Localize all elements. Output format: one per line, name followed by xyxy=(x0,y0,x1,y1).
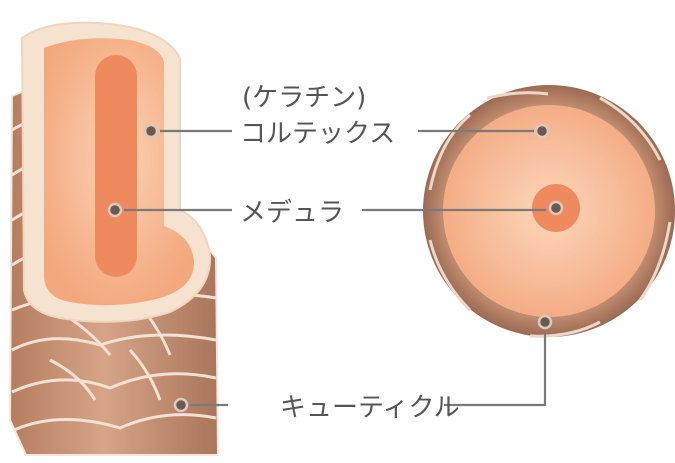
cortex-label: コルテックス xyxy=(240,119,395,149)
medulla-section xyxy=(95,55,137,277)
cuticle-marker-dot xyxy=(175,399,187,411)
medulla-marker-dot xyxy=(109,204,121,216)
medulla-label: メデュラ xyxy=(240,198,344,228)
cortex-marker-dot xyxy=(145,125,157,137)
cross-medulla-dot xyxy=(550,202,562,214)
cuticle-label: キューティクル xyxy=(280,393,460,423)
cross-cortex-dot xyxy=(536,125,548,137)
keratin-label: (ケラチン) xyxy=(242,83,366,113)
hair-shaft-illustration xyxy=(10,23,218,455)
cross-cuticle-dot xyxy=(539,316,551,328)
